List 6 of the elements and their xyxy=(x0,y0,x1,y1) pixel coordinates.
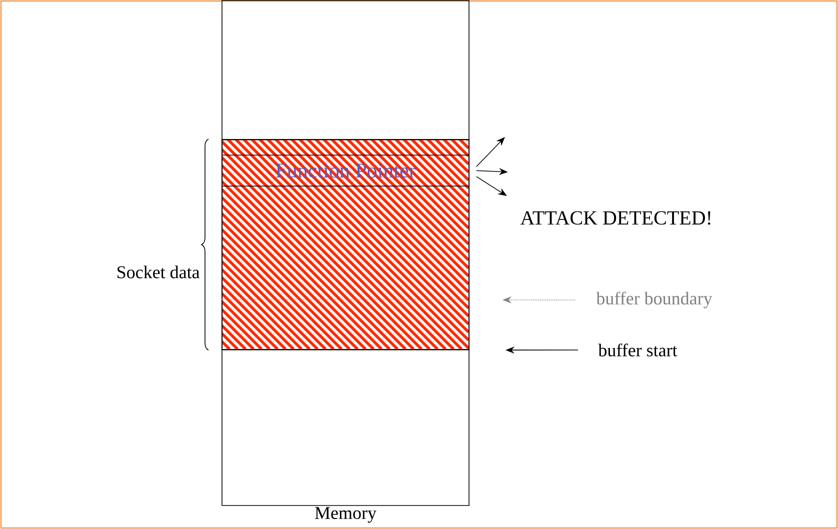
alert-text: ATTACK DETECTED! xyxy=(520,211,710,225)
arrow xyxy=(476,137,505,167)
annotation-text: buffer boundary xyxy=(596,292,712,308)
column-title: Memory xyxy=(315,507,376,523)
annotation-text: buffer start xyxy=(598,344,678,356)
region-label: Socket data xyxy=(118,266,200,278)
